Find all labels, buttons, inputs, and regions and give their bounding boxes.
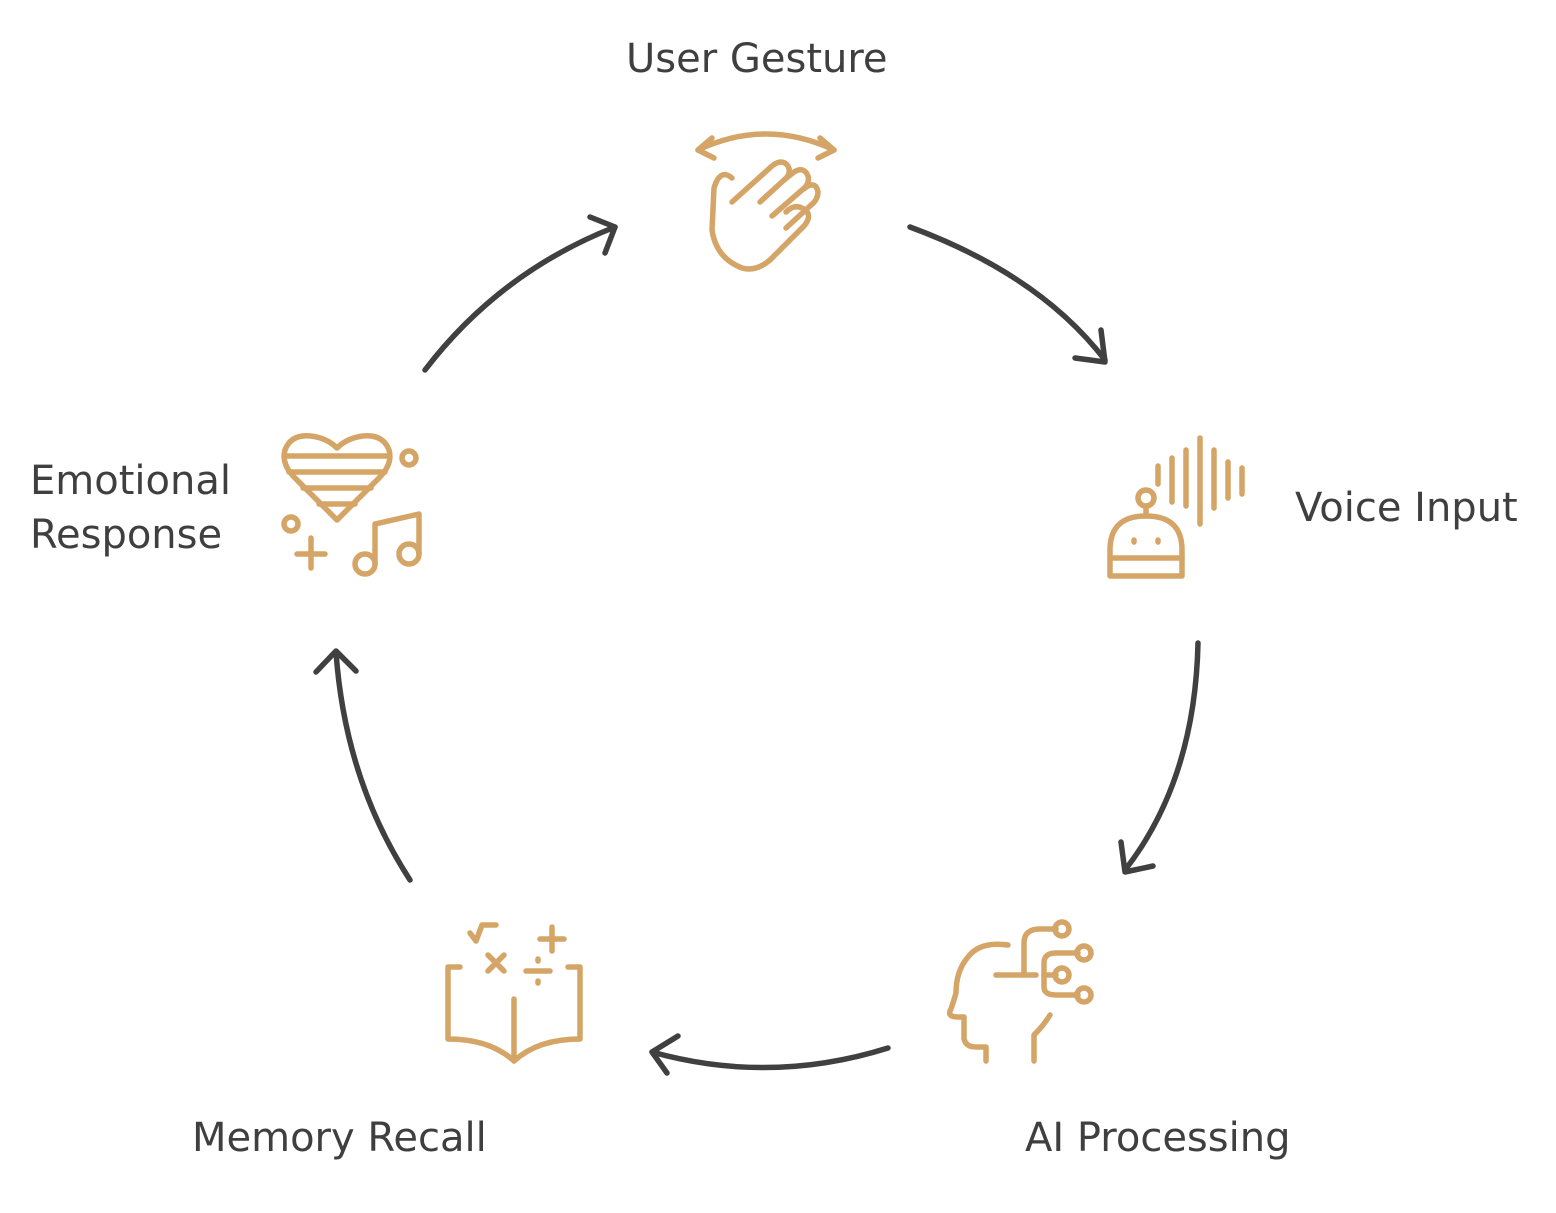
waving-hand-icon (695, 131, 837, 272)
label-memory-recall: Memory Recall (192, 1115, 487, 1161)
label-user-gesture: User Gesture (626, 36, 888, 82)
arrow-voice-to-ai (1118, 640, 1201, 875)
arrow-memory-to-emotion (313, 648, 413, 883)
label-voice-input: Voice Input (1295, 485, 1518, 531)
heart-music-icon (281, 433, 422, 577)
arrow-ai-to-memory (649, 1033, 891, 1076)
ai-head-circuit-icon (946, 919, 1094, 1064)
label-emotional-response: Emotional Response (30, 454, 231, 562)
label-emotional-response-line-1: Emotional (30, 458, 231, 504)
label-ai-processing: AI Processing (1025, 1115, 1291, 1161)
arrow-gesture-to-voice (907, 224, 1108, 365)
arrow-emotion-to-gesture (422, 214, 618, 373)
robot-voice-icon (1107, 435, 1245, 579)
open-book-math-icon (445, 922, 583, 1064)
label-emotional-response-line-2: Response (30, 512, 223, 558)
